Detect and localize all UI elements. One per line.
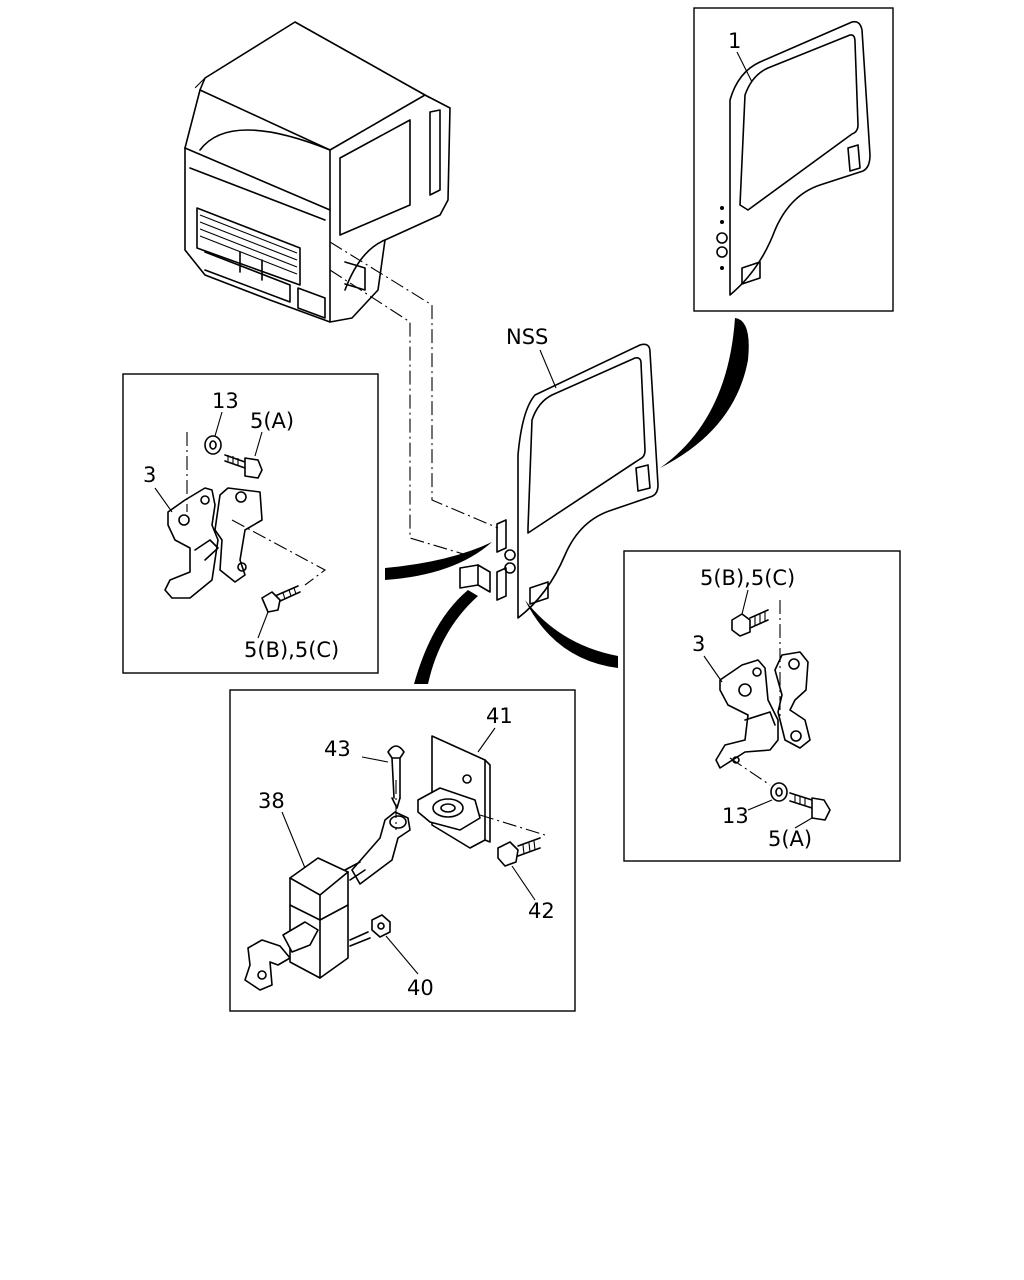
- label-right-bolt-5bc: 5(B),5(C): [700, 566, 795, 590]
- leader-cab-to-door-lower: [329, 269, 471, 557]
- leader-part-1: [736, 51, 753, 83]
- label-right-washer-13: 13: [722, 804, 749, 828]
- leader-bolt-42: [511, 865, 536, 901]
- door-checker-box: [229, 689, 576, 1012]
- label-left-bolt-5a: 5(A): [250, 409, 294, 433]
- label-left-hinge-3: 3: [143, 463, 156, 487]
- label-nut-40: 40: [407, 976, 434, 1000]
- leader-left-hinge-3: [154, 487, 173, 513]
- connector-swoosh-left-hinge: [385, 542, 492, 580]
- right-hinge-box: [623, 550, 901, 862]
- label-checker-38: 38: [258, 789, 285, 813]
- leader-pin-43: [361, 756, 389, 763]
- leader-right-bolt-5a: [794, 817, 813, 829]
- main-door-illustration: [459, 343, 659, 619]
- label-left-bolt-5bc: 5(B),5(C): [244, 638, 339, 662]
- leader-left-bolt-5a: [254, 431, 263, 457]
- right-hinge-illustration: [715, 600, 831, 821]
- door-panel-box: [693, 7, 894, 312]
- left-hinge-box: [122, 373, 379, 674]
- label-part-1: 1: [728, 29, 741, 53]
- leader-nut-40: [385, 935, 419, 975]
- leader-nss: [539, 349, 557, 389]
- truck-cab-illustration: [184, 21, 451, 323]
- label-right-hinge-3: 3: [692, 632, 705, 656]
- leader-cab-to-door-upper: [329, 241, 499, 529]
- leader-bracket-41: [477, 727, 496, 753]
- connector-swoosh-checker: [414, 590, 478, 684]
- door-panel-illustration: [716, 20, 871, 296]
- door-checker-illustration: [244, 735, 546, 991]
- label-right-bolt-5a: 5(A): [768, 827, 812, 851]
- label-left-washer-13: 13: [212, 389, 239, 413]
- left-hinge-illustration: [164, 432, 327, 613]
- label-nss: NSS: [506, 325, 548, 349]
- leader-right-washer-13: [747, 799, 773, 811]
- leader-left-washer-13: [214, 411, 223, 437]
- connector-swoosh-right-hinge: [525, 600, 618, 668]
- leader-checker-38: [281, 811, 306, 869]
- label-bolt-42: 42: [528, 899, 555, 923]
- leader-right-bolt-5bc: [741, 589, 749, 615]
- connector-swoosh-door-panel: [660, 318, 749, 468]
- leader-right-hinge-3: [703, 655, 723, 683]
- label-bracket-41: 41: [486, 704, 513, 728]
- leader-left-bolt-5bc: [257, 611, 269, 639]
- label-pin-43: 43: [324, 737, 351, 761]
